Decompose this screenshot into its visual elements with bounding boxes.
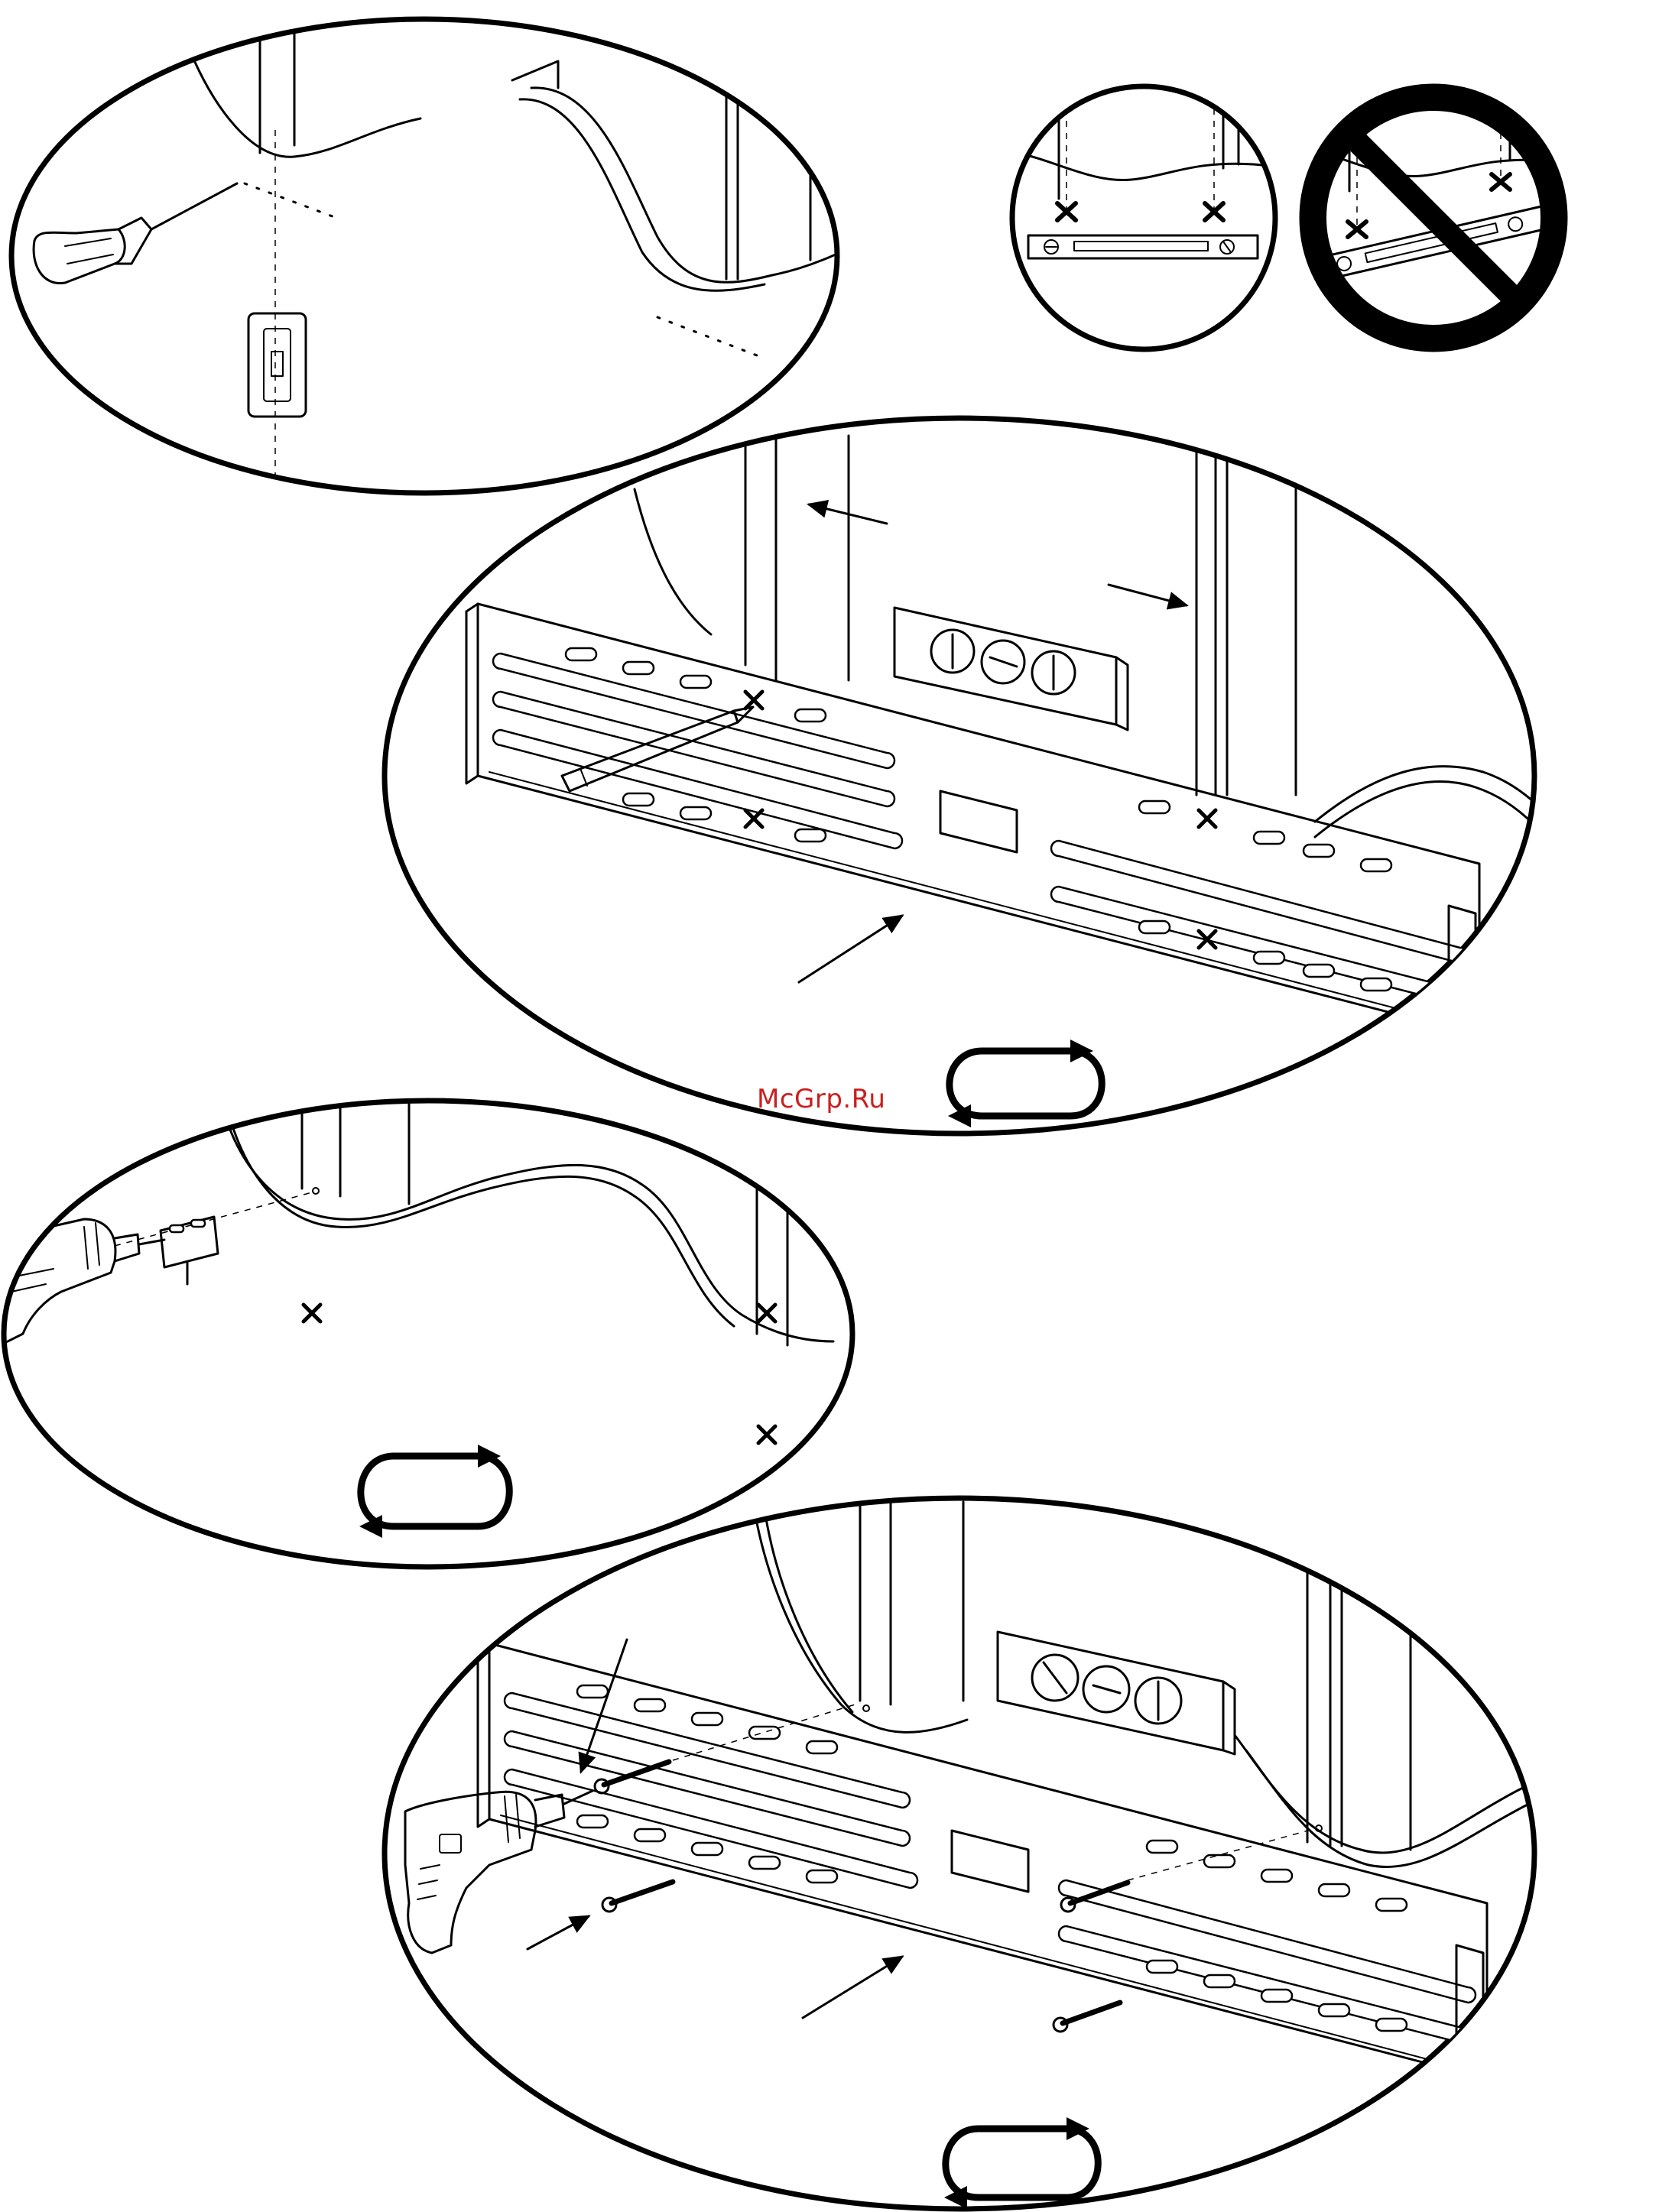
panel-level-incorrect [1302,84,1565,349]
watermark-text: McGrp.Ru [757,1084,885,1114]
panel-fasten-plate [385,1498,1613,2209]
panel-drill-holes [0,1101,852,1567]
panel-level-correct [1012,84,1315,349]
panel-mark-stud [11,0,856,493]
panel-position-plate [385,418,1583,1134]
